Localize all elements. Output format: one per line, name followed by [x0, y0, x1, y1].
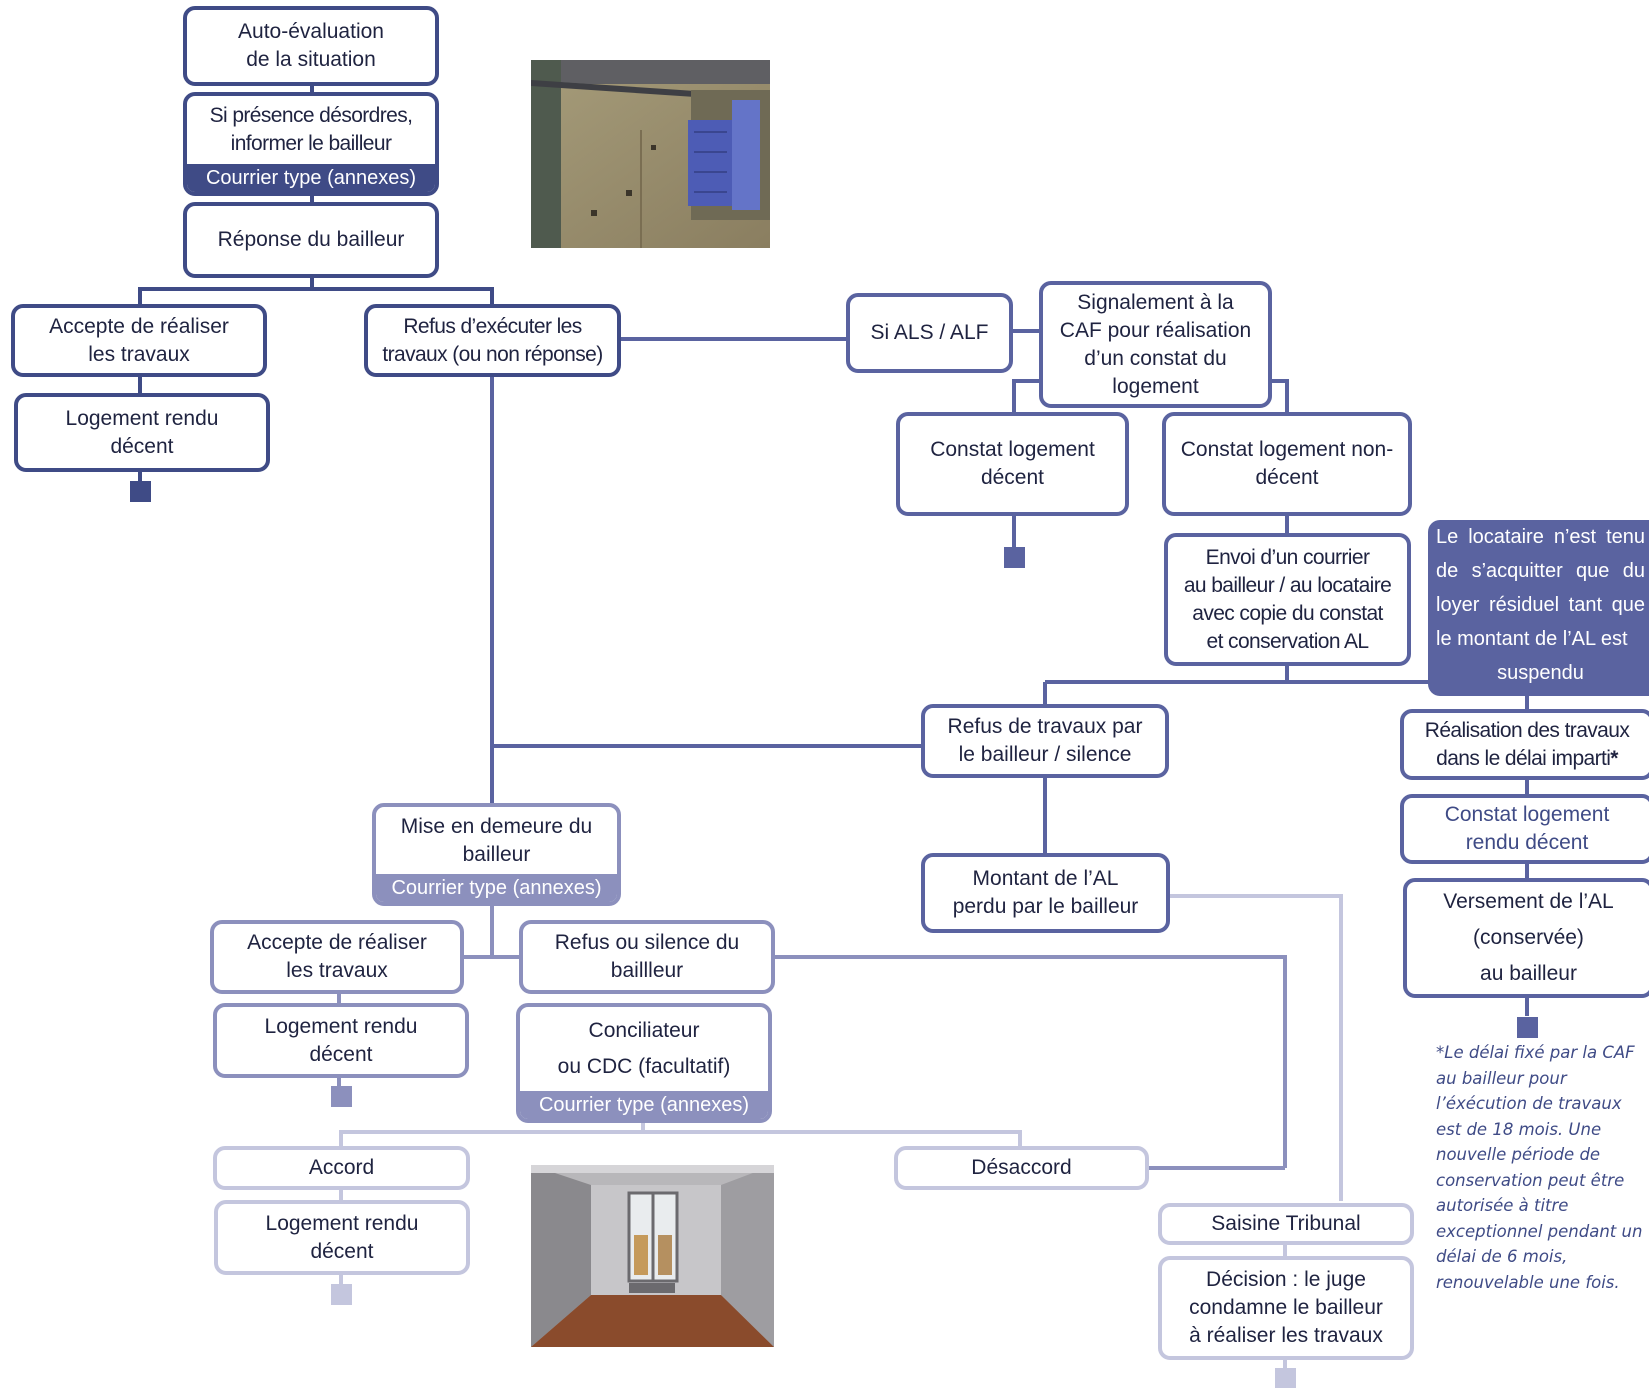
mise-en-demeure-box: Mise en demeure du bailleur Courrier typ…	[372, 803, 621, 906]
realisation-travaux-box: Réalisation des travaux dans le délai im…	[1400, 709, 1649, 780]
footnote-text: *Le délai fixé par la CAF au bailleur po…	[1436, 1043, 1643, 1292]
si-presence-box: Si présence désordres, informer le baill…	[183, 92, 439, 196]
saisine-tribunal-box: Saisine Tribunal	[1158, 1203, 1414, 1245]
end-marker-6	[1275, 1368, 1296, 1388]
refus-travaux-silence-text: Refus de travaux par le bailleur / silen…	[947, 715, 1143, 766]
logement-decent-text-2: Logement rendu décent	[264, 1014, 418, 1066]
logement-decent-box-3: Logement rendu décent	[214, 1200, 470, 1275]
auto-evaluation-box: Auto-évaluation de la situation	[183, 6, 439, 86]
refus-silence-box: Refus ou silence du baillleur	[519, 920, 775, 994]
conciliateur-box: Conciliateur ou CDC (facultatif) Courrie…	[516, 1003, 772, 1123]
constat-decent-text: Constat logement décent	[930, 438, 1095, 489]
accepte-travaux-box-2: Accepte de réaliser les travaux	[210, 920, 464, 994]
refus-executer-box: Refus d’exécuter les travaux (ou non rép…	[364, 304, 621, 377]
asterisk-mark: *	[1610, 746, 1618, 770]
accepte-travaux-box-1: Accepte de réaliser les travaux	[11, 304, 267, 377]
versement-al-text: Versement de l’AL (conservée) au bailleu…	[1443, 890, 1614, 985]
empty-room-photo	[531, 1165, 774, 1347]
house-facade-image	[531, 60, 770, 248]
constat-rendu-decent-text: Constat logement rendu décent	[1444, 803, 1610, 854]
locataire-note-last: suspendu	[1497, 662, 1584, 684]
logement-decent-text-1: Logement rendu décent	[65, 406, 219, 458]
montant-al-perdu-box: Montant de l’AL perdu par le bailleur	[921, 853, 1170, 933]
refus-travaux-silence-box: Refus de travaux par le bailleur / silen…	[921, 704, 1169, 778]
accord-box: Accord	[213, 1146, 470, 1190]
end-marker-4	[331, 1086, 352, 1107]
logement-decent-box-1: Logement rendu décent	[14, 393, 270, 472]
versement-al-box: Versement de l’AL (conservée) au bailleu…	[1403, 878, 1649, 998]
courrier-type-band-3[interactable]: Courrier type (annexes)	[520, 1091, 768, 1119]
courrier-type-band-2[interactable]: Courrier type (annexes)	[376, 874, 617, 902]
reponse-bailleur-text: Réponse du bailleur	[217, 228, 405, 251]
courrier-type-band-1[interactable]: Courrier type (annexes)	[187, 164, 435, 192]
end-marker-3	[1517, 1017, 1538, 1038]
si-presence-text: Si présence désordres, informer le baill…	[209, 104, 413, 155]
signalement-caf-text: Signalement à la CAF pour réalisation d’…	[1059, 290, 1252, 398]
envoi-courrier-box: Envoi d’un courrier au bailleur / au loc…	[1164, 533, 1411, 666]
envoi-courrier-text: Envoi d’un courrier au bailleur / au loc…	[1183, 545, 1392, 653]
constat-decent-box: Constat logement décent	[896, 412, 1129, 516]
mise-en-demeure-text: Mise en demeure du bailleur	[400, 814, 593, 866]
accepte-travaux-text-2: Accepte de réaliser les travaux	[247, 931, 427, 982]
saisine-tribunal-text: Saisine Tribunal	[1211, 1212, 1361, 1235]
house-facade-photo	[531, 60, 770, 248]
locataire-note-box: Le locataire n’est tenu de s’acquitter q…	[1428, 520, 1649, 696]
montant-al-perdu-text: Montant de l’AL perdu par le bailleur	[952, 867, 1139, 918]
decision-juge-text: Décision : le juge condamne le bailleur …	[1189, 1268, 1383, 1347]
logement-decent-box-2: Logement rendu décent	[213, 1003, 469, 1078]
desaccord-text: Désaccord	[971, 1156, 1072, 1179]
signalement-caf-box: Signalement à la CAF pour réalisation d’…	[1039, 281, 1272, 408]
refus-silence-text: Refus ou silence du baillleur	[554, 931, 740, 982]
conciliateur-text: Conciliateur ou CDC (facultatif)	[557, 1019, 731, 1078]
empty-room-image	[531, 1165, 774, 1347]
desaccord-box: Désaccord	[894, 1146, 1149, 1190]
constat-rendu-decent-box: Constat logement rendu décent	[1400, 794, 1649, 864]
realisation-travaux-text: Réalisation des travaux dans le délai im…	[1419, 717, 1636, 773]
si-als-alf-box: Si ALS / ALF	[846, 293, 1013, 373]
decision-juge-box: Décision : le juge condamne le bailleur …	[1158, 1256, 1414, 1360]
auto-evaluation-text: Auto-évaluation de la situation	[238, 20, 384, 71]
accepte-travaux-text-1: Accepte de réaliser les travaux	[49, 314, 229, 366]
si-als-alf-text: Si ALS / ALF	[870, 321, 989, 344]
realisation-travaux-label: Réalisation des travaux dans le délai im…	[1424, 718, 1630, 770]
constat-non-decent-text: Constat logement non- décent	[1180, 438, 1394, 489]
refus-executer-text: Refus d’exécuter les travaux (ou non rép…	[382, 314, 603, 366]
end-marker-2	[1004, 547, 1025, 568]
logement-decent-text-3: Logement rendu décent	[265, 1211, 419, 1263]
end-marker-5	[331, 1284, 352, 1305]
end-marker-1	[130, 481, 151, 502]
accord-text: Accord	[308, 1156, 375, 1179]
locataire-note-text: Le locataire n’est tenu de s’acquitter q…	[1436, 526, 1645, 650]
constat-non-decent-box: Constat logement non- décent	[1162, 412, 1412, 516]
reponse-bailleur-box: Réponse du bailleur	[183, 202, 439, 278]
